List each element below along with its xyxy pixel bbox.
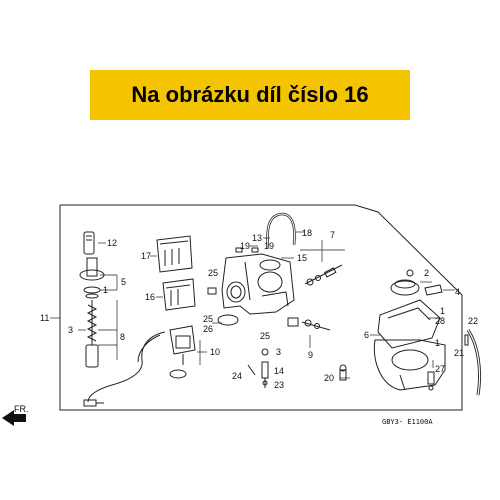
part-label-25-center: 25: [260, 331, 270, 341]
leader-lines-left: [50, 242, 118, 360]
cover-parts: [156, 235, 196, 311]
leader-lines-covers: [150, 255, 163, 298]
part-label-9: 9: [308, 350, 313, 360]
part-label-11: 11: [40, 313, 49, 323]
leader-lines-right: [340, 281, 455, 379]
front-direction-label: FR.: [14, 404, 29, 414]
part-number-banner: Na obrázku díl číslo 16: [90, 70, 410, 120]
part-label-19-b: 19: [264, 241, 274, 251]
leader-lines-center: [212, 231, 305, 324]
part-label-2: 2: [424, 268, 429, 278]
part-label-27: 27: [435, 364, 445, 374]
part-label-15: 15: [297, 253, 307, 263]
part-label-28: 28: [435, 316, 445, 326]
diagram-code: GBY3- E1100A: [382, 418, 433, 426]
banner-text: Na obrázku díl číslo 16: [131, 82, 369, 107]
part-label-8: 8: [120, 332, 125, 342]
carburetor-body: [217, 253, 295, 326]
part-label-23: 23: [274, 380, 284, 390]
body-small-parts: [207, 247, 299, 327]
part-label-18: 18: [302, 228, 312, 238]
part-label-3-left: 3: [68, 325, 73, 335]
float-chamber: [373, 299, 446, 391]
leader-lines-screws: [300, 240, 345, 348]
part-label-10: 10: [210, 347, 220, 357]
part-label-19-a: 19: [240, 241, 250, 251]
part-number-labels: 12 5 1 3 8 11 17 16 10 25 25 26 13 19 19…: [40, 228, 478, 390]
part-label-6: 6: [364, 330, 369, 340]
part-label-4: 4: [455, 287, 460, 297]
right-small-parts: [339, 334, 469, 391]
jet-parts: [247, 348, 269, 388]
part-label-24: 24: [232, 371, 242, 381]
diagram-frame: [59, 204, 463, 411]
part-label-16: 16: [145, 292, 155, 302]
part-label-14: 14: [274, 366, 284, 376]
part-label-1: 1: [103, 285, 108, 295]
part-label-12: 12: [107, 238, 117, 248]
part-label-25: 25: [203, 314, 213, 324]
part-label-25-left: 25: [208, 268, 218, 278]
part-label-22: 22: [468, 316, 478, 326]
part-label-13: 13: [252, 233, 262, 243]
leader-lines-choke: [197, 340, 207, 365]
part-label-1-lower: 1: [435, 338, 440, 348]
part-label-20: 20: [324, 373, 334, 383]
front-direction-arrow: FR.: [2, 404, 29, 426]
needle-assembly: [79, 231, 105, 368]
part-label-21: 21: [454, 348, 464, 358]
part-label-26: 26: [203, 324, 213, 334]
part-label-17: 17: [141, 251, 151, 261]
accel-parts: [390, 269, 443, 296]
auto-choke: [83, 325, 196, 407]
part-label-7: 7: [330, 230, 335, 240]
part-label-3: 3: [276, 347, 281, 357]
part-label-1-right: 1: [440, 306, 445, 316]
part-label-5: 5: [121, 277, 126, 287]
adjusting-screw-set: [301, 264, 343, 331]
